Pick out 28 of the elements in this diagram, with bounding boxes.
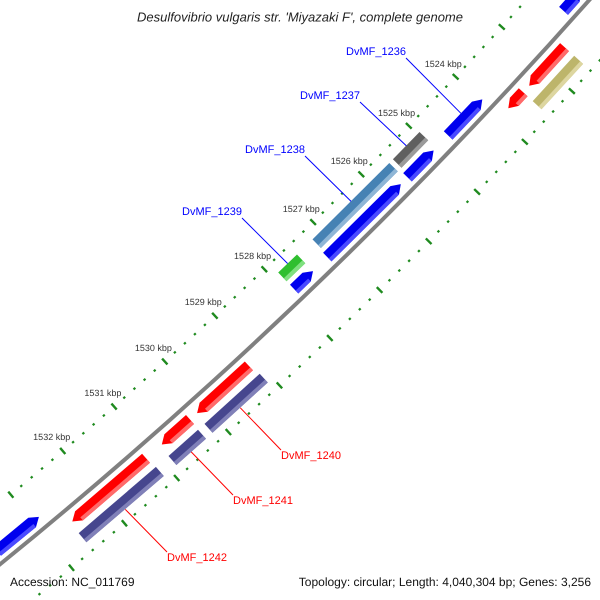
gene-label: DvMF_1236 — [346, 46, 406, 58]
gene-block — [392, 132, 428, 168]
scale-label: 1525 kbp — [378, 109, 416, 119]
gene-label: DvMF_1242 — [167, 552, 227, 564]
gene-label: DvMF_1237 — [300, 90, 360, 102]
leader-line — [304, 156, 352, 202]
gene-label: DvMF_1240 — [281, 450, 341, 462]
leader-line — [360, 102, 407, 146]
gene-block — [78, 466, 164, 542]
leader-line — [406, 58, 462, 114]
footer-text: Topology: circular; Length: 4,040,304 bp; Genes: 3,256 — [298, 575, 591, 589]
scale-label: 1526 kbp — [330, 157, 368, 168]
gene-block — [168, 430, 206, 465]
gene-label: DvMF_1238 — [245, 144, 305, 156]
scale-label: 1527 kbp — [282, 205, 320, 215]
leader-line — [242, 218, 288, 264]
leader-line — [240, 407, 282, 450]
gene-label: DvMF_1239 — [182, 206, 242, 218]
gene-label: DvMF_1241 — [233, 494, 293, 508]
gene-feature — [444, 99, 482, 140]
scale-label: 1531 kbp — [84, 388, 122, 399]
footer-text: Accession: NC_011769 — [10, 575, 135, 589]
scale-label: 1530 kbp — [134, 344, 172, 354]
leader-line — [190, 451, 234, 496]
leader-line — [124, 508, 168, 552]
gene-block — [278, 254, 306, 282]
gene-block — [204, 374, 268, 433]
scale-label: 1529 kbp — [184, 298, 222, 308]
